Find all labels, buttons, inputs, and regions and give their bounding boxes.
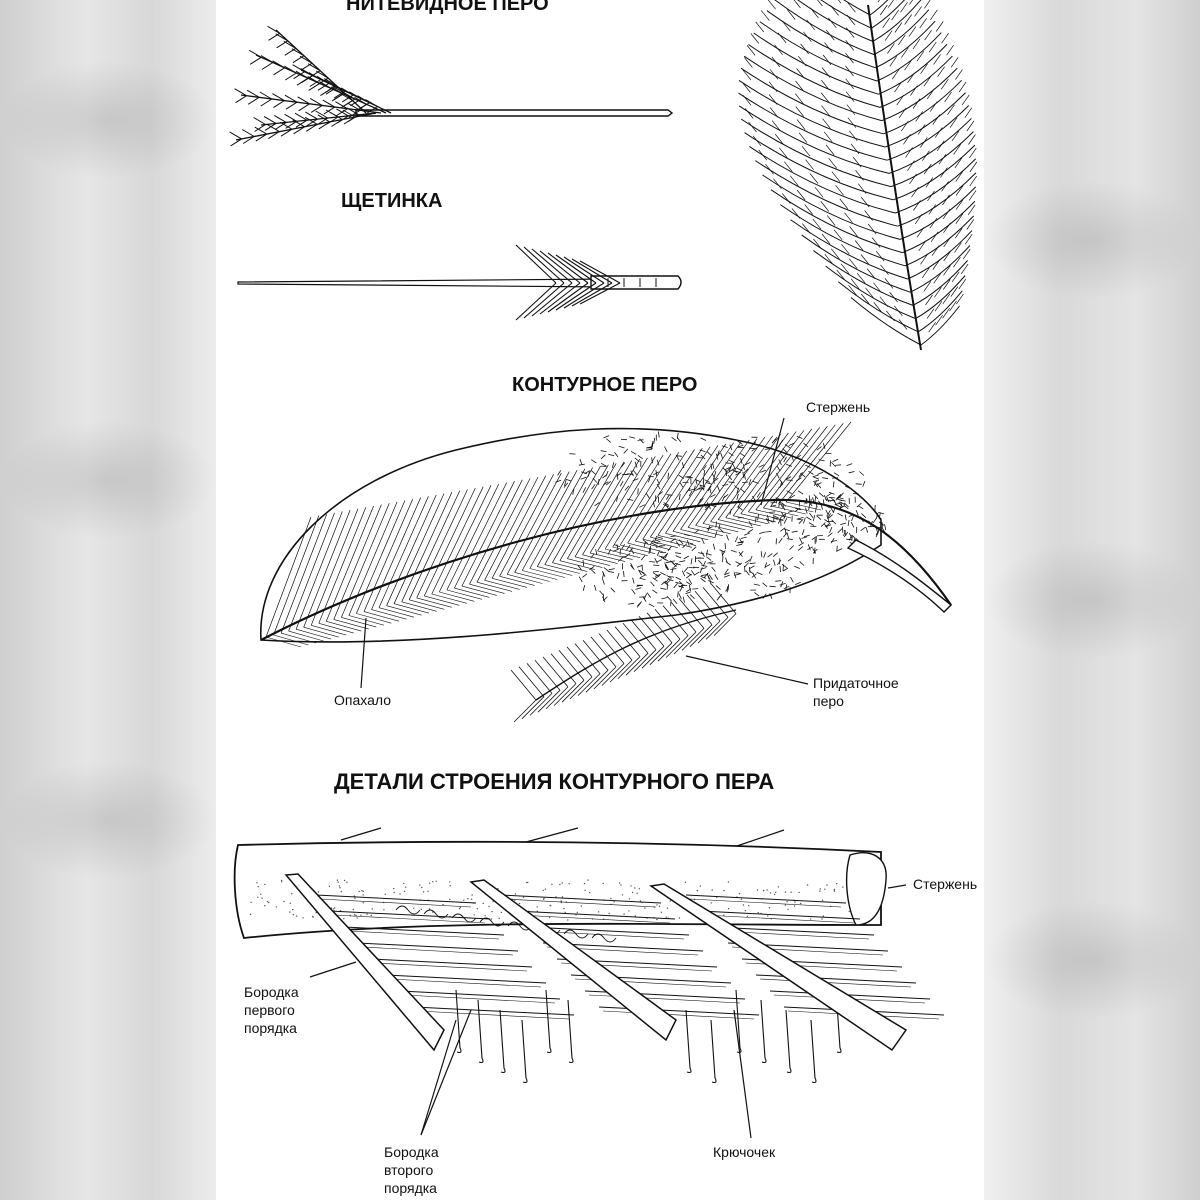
filoplume-illustration bbox=[229, 25, 674, 147]
detail-label-barbule-line2: второго bbox=[384, 1162, 434, 1178]
hook-leader-line bbox=[733, 1009, 752, 1139]
filoplume-title: НИТЕВИДНОЕ ПЕРО bbox=[346, 0, 549, 15]
contour-feather-illustration bbox=[260, 421, 953, 723]
blurred-backdrop-right bbox=[984, 0, 1200, 1200]
down-feather-illustration bbox=[738, 0, 978, 351]
label-shaft: Стержень bbox=[806, 399, 870, 415]
details-title: ДЕТАЛИ СТРОЕНИЯ КОНТУРНОГО ПЕРА bbox=[334, 769, 774, 794]
feather-structure-detail-illustration bbox=[233, 827, 945, 1084]
contour-title: КОНТУРНОЕ ПЕРО bbox=[512, 374, 697, 396]
diagram-sheet: НИТЕВИДНОЕ ПЕРО ЩЕТИНКА КОНТУРНОЕ ПЕРО С… bbox=[216, 0, 984, 1200]
barb-leader-line bbox=[309, 961, 357, 978]
feather-diagram: НИТЕВИДНОЕ ПЕРО ЩЕТИНКА КОНТУРНОЕ ПЕРО С… bbox=[229, 0, 978, 1196]
barbule-leader-line-1 bbox=[420, 1009, 472, 1136]
blurred-backdrop-left bbox=[0, 0, 216, 1200]
detail-label-hook: Крючочек bbox=[713, 1144, 776, 1160]
detail-label-barbule-line1: Бородка bbox=[384, 1144, 439, 1160]
vane-leader-line bbox=[360, 617, 367, 689]
label-afterfeather-line1: Придаточное bbox=[813, 675, 899, 691]
bristle-illustration bbox=[237, 244, 682, 321]
detail-label-barb-line3: порядка bbox=[244, 1020, 297, 1036]
detail-shaft-leader-line bbox=[887, 884, 907, 889]
detail-label-shaft: Стержень bbox=[913, 876, 977, 892]
barbule-leader-line-2 bbox=[420, 1019, 457, 1136]
detail-label-barb-line2: первого bbox=[244, 1002, 295, 1018]
detail-label-barbule-line3: порядка bbox=[384, 1180, 437, 1196]
shaft-leader-line bbox=[760, 417, 785, 506]
label-vane: Опахало bbox=[334, 692, 391, 708]
bristle-title: ЩЕТИНКА bbox=[341, 190, 442, 212]
detail-label-barb-line1: Бородка bbox=[244, 984, 299, 1000]
label-afterfeather-line2: перо bbox=[813, 693, 844, 709]
afterfeather-leader-line bbox=[685, 655, 809, 685]
